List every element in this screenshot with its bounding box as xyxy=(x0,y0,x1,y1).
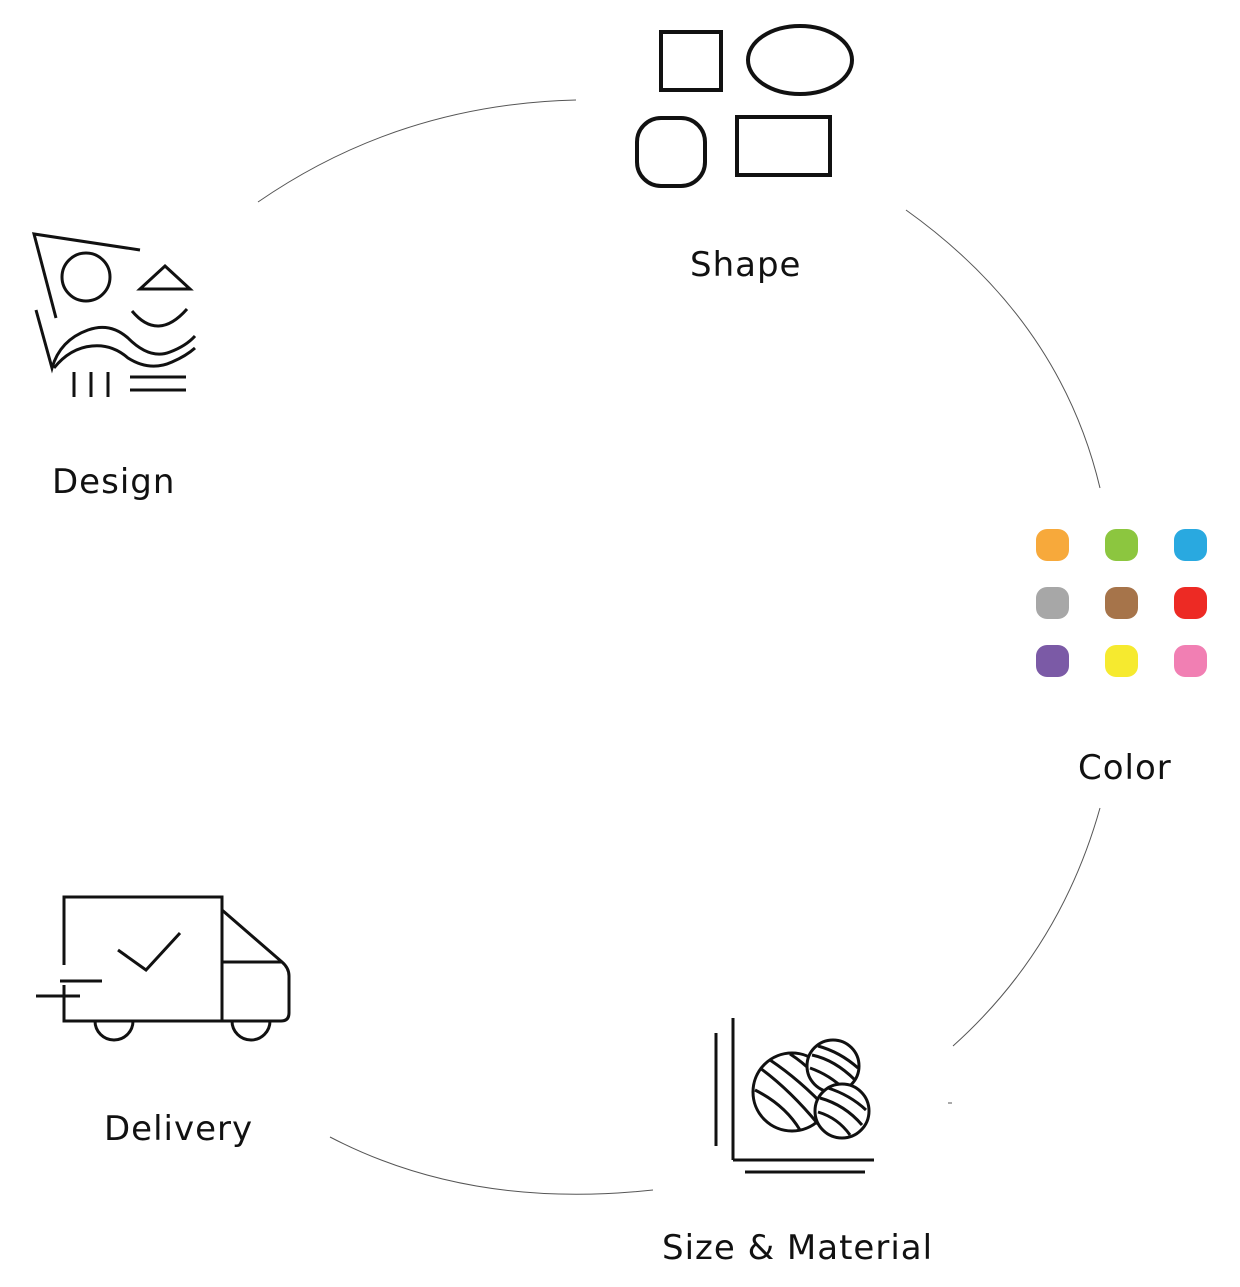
delivery-truck-icon xyxy=(36,895,291,1042)
arc-color-to-size xyxy=(952,807,1101,1047)
step-label-shape: Shape xyxy=(690,245,802,285)
color-swatch xyxy=(1174,587,1207,619)
color-swatch xyxy=(1036,587,1069,619)
arc-size-to-delivery xyxy=(329,1136,654,1195)
color-swatch xyxy=(1036,645,1069,677)
step-label-size-material: Size & Material xyxy=(662,1228,934,1268)
step-label-delivery: Delivery xyxy=(104,1109,254,1149)
arc-shape-to-color xyxy=(905,209,1101,489)
color-swatch xyxy=(1174,529,1207,561)
color-swatch xyxy=(1105,529,1138,561)
color-swatch xyxy=(1105,587,1138,619)
step-label-color: Color xyxy=(1078,748,1172,788)
color-swatch xyxy=(1174,645,1207,677)
color-swatches-icon xyxy=(1036,529,1207,677)
design-sketch-icon xyxy=(31,232,197,397)
step-label-design: Design xyxy=(52,462,176,502)
shapes-icon xyxy=(635,24,854,188)
color-swatch xyxy=(1036,529,1069,561)
arc-design-to-shape xyxy=(257,99,577,203)
color-swatch xyxy=(1105,645,1138,677)
cycle-connectors xyxy=(257,99,1101,1195)
yarn-balls-icon xyxy=(714,1018,874,1174)
